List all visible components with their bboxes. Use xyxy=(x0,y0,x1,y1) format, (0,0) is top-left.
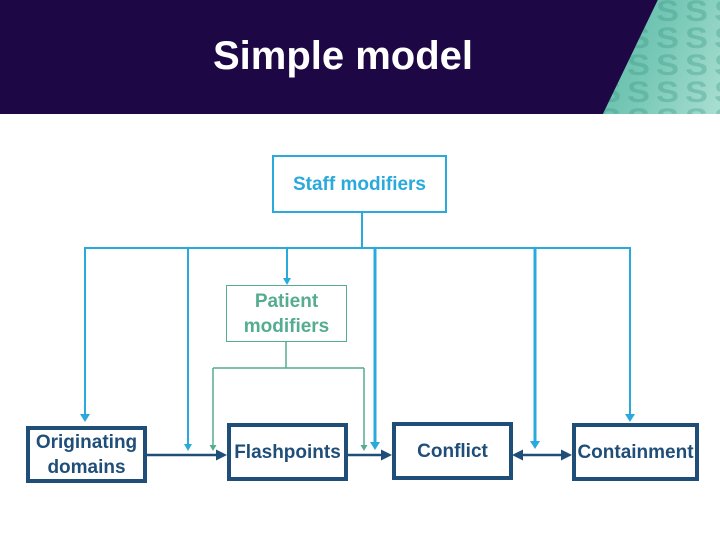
arrowhead-to-patient xyxy=(283,278,291,285)
arrowhead-to-origin-flash-link xyxy=(184,444,192,451)
node-originating-domains: Originating domains xyxy=(26,426,147,483)
arrowhead-patient-right xyxy=(360,445,368,451)
node-containment-label: Containment xyxy=(577,441,694,463)
node-originating-domains-label: Originating domains xyxy=(35,431,138,478)
arrowhead-to-conflict-contain-link xyxy=(530,441,540,449)
node-patient-modifiers: Patient modifiers xyxy=(226,285,347,342)
node-staff-modifiers-label: Staff modifiers xyxy=(292,173,427,195)
arrowhead-originating-to-flashpoints xyxy=(216,449,227,461)
arrowhead-conflict-to-containment xyxy=(561,449,572,461)
arrowhead-to-containment xyxy=(625,414,635,422)
slide-title: Simple model xyxy=(212,34,474,78)
node-staff-modifiers: Staff modifiers xyxy=(272,155,447,213)
arrowhead-flashpoints-to-conflict xyxy=(381,449,392,461)
node-patient-modifiers-label: Patient modifiers xyxy=(243,290,330,337)
node-flashpoints: Flashpoints xyxy=(227,423,348,481)
arrowhead-containment-to-conflict xyxy=(512,449,523,461)
diagram-canvas: Staff modifiers Patient modifiers Origin… xyxy=(0,114,720,540)
slide-header: S Simple model xyxy=(0,0,720,114)
arrowhead-to-originating xyxy=(80,414,90,422)
node-flashpoints-label: Flashpoints xyxy=(234,441,341,463)
node-containment: Containment xyxy=(572,423,699,481)
arrowhead-to-flash-conflict-link xyxy=(370,442,380,450)
node-conflict-label: Conflict xyxy=(417,440,488,462)
arrowhead-patient-left xyxy=(209,445,217,451)
node-conflict: Conflict xyxy=(392,422,513,480)
